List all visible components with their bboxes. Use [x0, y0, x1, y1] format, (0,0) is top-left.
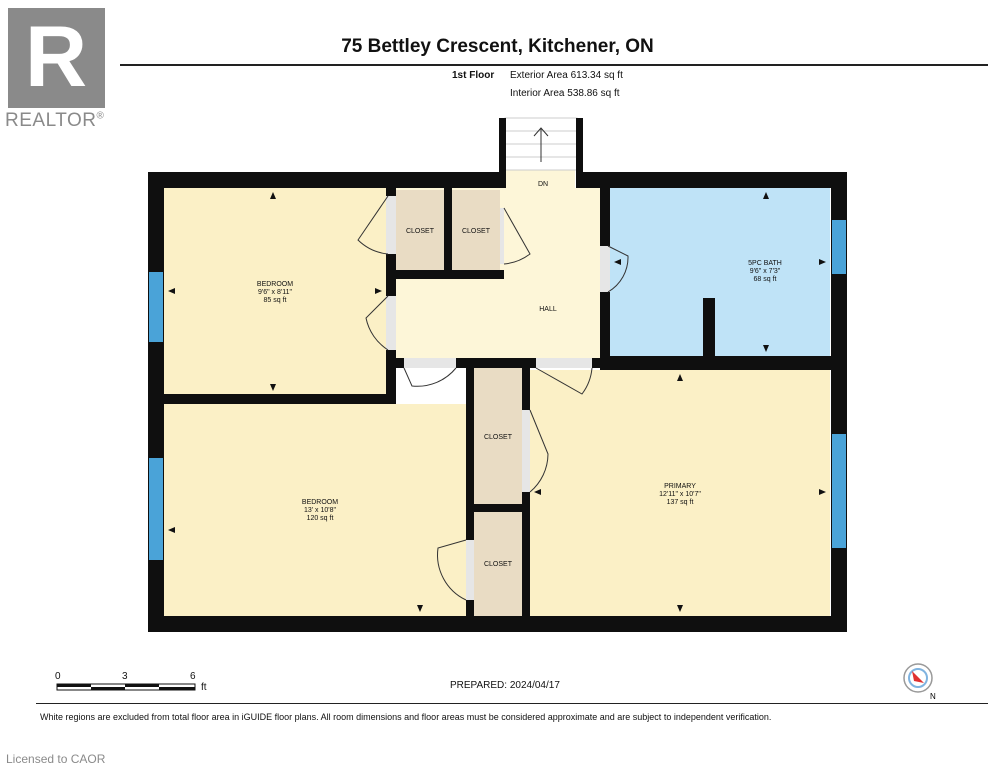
- door-openings: [386, 196, 610, 600]
- logo-name: REALTOR: [5, 110, 97, 131]
- title-divider: [120, 64, 988, 66]
- closet-1-label: CLOSET: [406, 228, 435, 235]
- compass-north-label: N: [930, 692, 936, 701]
- closet-3-floor: [474, 368, 524, 504]
- realtor-logo: R: [8, 8, 105, 108]
- closet-3-label: CLOSET: [484, 434, 513, 441]
- closet-4-floor: [474, 512, 524, 616]
- primary-name: PRIMARY: [664, 483, 696, 490]
- closet-4-label: CLOSET: [484, 561, 513, 568]
- bath-name: 5PC BATH: [748, 260, 782, 267]
- windows: [149, 220, 846, 560]
- page-title: 75 Bettley Crescent, Kitchener, ON: [341, 36, 654, 57]
- stairs-label: DN: [538, 181, 548, 188]
- interior-area: Interior Area 538.86 sq ft: [510, 88, 620, 99]
- scale-tick-0: 0: [55, 671, 61, 682]
- scale-unit: ft: [201, 682, 207, 693]
- dimension-arrows: [168, 192, 826, 612]
- floor-label: 1st Floor: [452, 70, 495, 81]
- closet-2-floor: [452, 190, 500, 270]
- bedroom2-area: 120 sq ft: [307, 515, 334, 522]
- exterior-area: Exterior Area 613.34 sq ft: [510, 70, 623, 81]
- bedroom1-dims: 9'6" x 8'11": [258, 289, 292, 296]
- scale-bar: [56, 683, 196, 691]
- logo-wordmark: REALTOR®: [5, 110, 104, 132]
- license-text: Licensed to CAOR: [6, 752, 106, 766]
- bedroom2-name: BEDROOM: [302, 499, 338, 506]
- hall-name: HALL: [539, 306, 557, 313]
- logo-letter: R: [25, 9, 87, 105]
- primary-area: 137 sq ft: [667, 499, 694, 506]
- logo-registered: ®: [96, 110, 105, 122]
- closet-1-floor: [396, 190, 444, 270]
- bedroom1-floor: [164, 188, 390, 396]
- primary-dims: 12'11" x 10'7": [659, 491, 701, 498]
- bedroom2-dims: 13' x 10'8": [304, 507, 337, 514]
- footer-divider: [36, 703, 988, 704]
- door-swings: [357, 195, 629, 601]
- scale-tick-3: 3: [122, 671, 128, 682]
- bath-area: 68 sq ft: [754, 276, 777, 283]
- closet-2-label: CLOSET: [462, 228, 491, 235]
- bedroom1-area: 85 sq ft: [264, 297, 287, 304]
- bedroom1-name: BEDROOM: [257, 281, 293, 288]
- prepared-date: PREPARED: 2024/04/17: [450, 680, 560, 691]
- stair-arrow-head: [533, 127, 549, 137]
- bath-dims: 9'6" x 7'3": [750, 268, 781, 275]
- compass-icon: N: [903, 663, 936, 701]
- disclaimer-note: White regions are excluded from total fl…: [40, 712, 772, 722]
- scale-tick-6: 6: [190, 671, 196, 682]
- bedroom2-floor: [164, 404, 466, 616]
- stair-landing: [505, 170, 575, 190]
- bath-floor: [610, 188, 830, 356]
- primary-floor: [530, 370, 830, 616]
